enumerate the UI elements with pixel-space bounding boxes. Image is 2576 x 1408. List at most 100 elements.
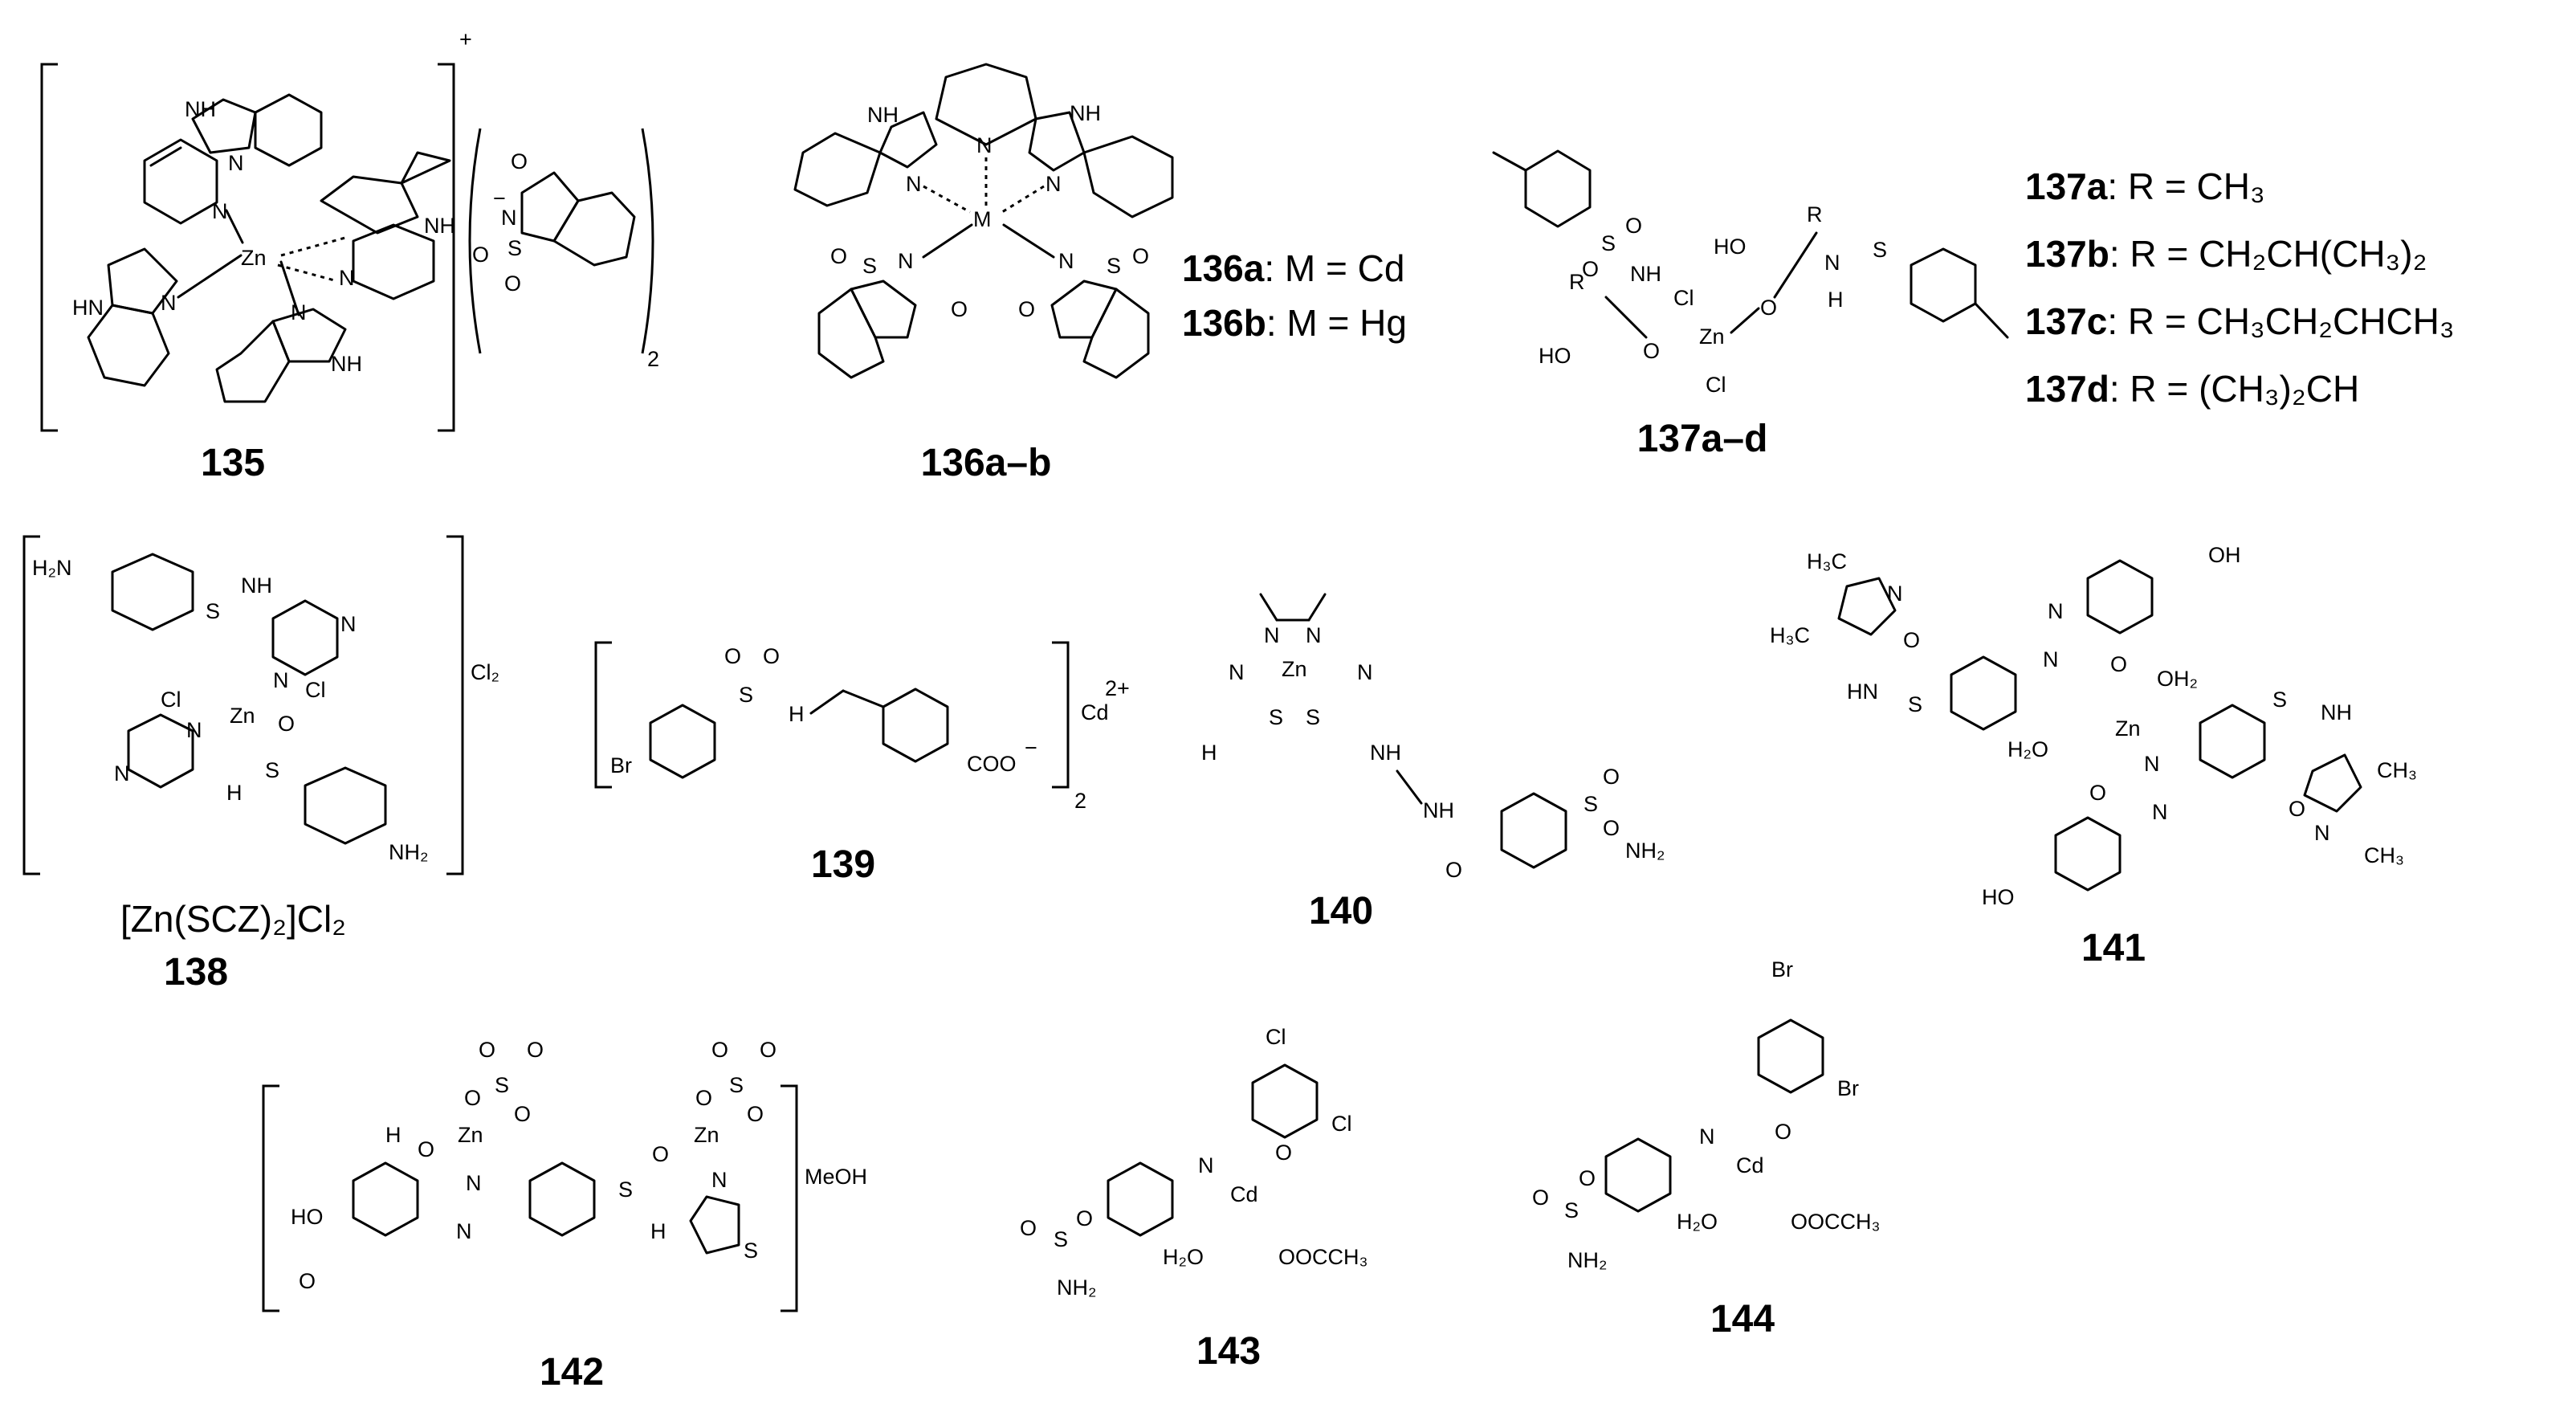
atom-hn: HN	[1847, 680, 1878, 704]
atom-o: O	[695, 1086, 712, 1110]
atom-n: N	[2048, 599, 2064, 623]
atom-h: H	[226, 781, 243, 805]
atom-nh: NH	[331, 352, 362, 376]
charge-minus: −	[493, 186, 506, 210]
legend-136a: 136a: M = Cd	[1182, 247, 1404, 289]
atom-ho: HO	[1539, 344, 1571, 368]
atom-nh: NH	[1070, 101, 1101, 125]
atom-cd: Cd	[1081, 700, 1109, 724]
atom-n: N	[2314, 821, 2330, 845]
atom-cl: Cl	[305, 678, 326, 702]
label-137: 137a–d	[1637, 418, 1768, 460]
atom-cl: Cl	[1673, 286, 1694, 310]
atom-s: S	[1601, 231, 1616, 255]
atom-ooccch3: OOCCH₃	[1791, 1210, 1881, 1234]
compound-137: S O O NH R HO O Zn Cl Cl O HO R N H S 13…	[1492, 149, 2455, 460]
atom-zn: Zn	[694, 1123, 719, 1147]
bracket-right	[438, 63, 455, 432]
label-138: 138	[164, 951, 228, 994]
atom-o: O	[527, 1038, 544, 1062]
compound-140: N N Zn N N S S H NH NH O S O O NH₂ 140	[1201, 593, 1665, 933]
atom-zn: Zn	[1699, 324, 1725, 349]
atom-h2o: H₂O	[1677, 1210, 1718, 1234]
atom-h: H	[1201, 741, 1217, 765]
atom-o: O	[1775, 1120, 1791, 1144]
bracket-left	[40, 63, 58, 432]
atom-h3c: H₃C	[1770, 623, 1810, 647]
atom-o: O	[1076, 1206, 1093, 1230]
atom-n: N	[906, 172, 922, 196]
atom-n: N	[1699, 1124, 1715, 1149]
atom-s: S	[1107, 254, 1121, 278]
atom-nh: NH	[1630, 262, 1661, 286]
atom-o: O	[951, 297, 968, 321]
atom-br: Br	[1771, 957, 1793, 982]
atom-s: S	[729, 1073, 744, 1097]
atom-o: O	[1582, 257, 1599, 281]
atom-o: O	[747, 1102, 764, 1126]
atom-n: N	[1198, 1153, 1214, 1177]
compound-138: Cl₂ H₂N S NH N N Cl Zn Cl O N N H S NH₂ …	[22, 535, 499, 994]
atom-ch3: CH₃	[2377, 758, 2417, 782]
atom-o: O	[763, 644, 780, 668]
atom-n: N	[1045, 172, 1062, 196]
paren-right	[641, 128, 654, 354]
atom-n: N	[501, 206, 517, 230]
atom-o: O	[1603, 816, 1620, 840]
legend-137b: 137b: R = CH₂CH(CH₃)₂	[2025, 233, 2427, 275]
atom-o: O	[2289, 797, 2305, 821]
atom-h: H	[1828, 288, 1844, 312]
pyridine-ring	[143, 138, 218, 225]
atom-s: S	[1584, 792, 1598, 816]
atom-s: S	[1054, 1227, 1068, 1251]
atom-n: N	[1229, 660, 1245, 684]
atom-n: N	[291, 300, 307, 324]
atom-s: S	[744, 1239, 758, 1263]
atom-s: S	[1873, 238, 1887, 262]
atom-n: N	[273, 668, 289, 692]
atom-s: S	[495, 1073, 509, 1097]
atom-h2n: H₂N	[32, 556, 71, 580]
atom-ooccch3: OOCCH₃	[1278, 1245, 1368, 1269]
atom-n: N	[1357, 660, 1373, 684]
atom-n: N	[114, 761, 130, 786]
legend-137d: 137d: R = (CH₃)₂CH	[2025, 368, 2359, 410]
atom-oh: OH	[2208, 543, 2241, 567]
solvent-meoh: MeOH	[805, 1165, 867, 1189]
atom-zn: Zn	[230, 704, 255, 728]
compound-139: Br S O O H COO − 2 Cd 2+ 139	[594, 641, 1130, 886]
atom-nh: NH	[185, 97, 216, 121]
atom-n: N	[976, 133, 992, 157]
atom-zn: Zn	[2115, 716, 2141, 741]
label-142: 142	[540, 1351, 604, 1394]
atom-zn: Zn	[458, 1123, 483, 1147]
atom-o: O	[2110, 652, 2127, 676]
atom-o: O	[760, 1038, 776, 1062]
atom-s: S	[2272, 688, 2287, 712]
atom-nh2: NH₂	[389, 840, 428, 864]
atom-o: O	[711, 1038, 728, 1062]
subscript-2: 2	[647, 347, 659, 371]
atom-o: O	[830, 244, 847, 268]
charge-2plus: 2+	[1105, 676, 1130, 700]
paren-left	[468, 128, 482, 354]
atom-nh2: NH₂	[1057, 1275, 1096, 1300]
atom-n: N	[898, 249, 914, 273]
atom-ch3: CH₃	[2364, 843, 2404, 867]
atom-n: N	[2152, 800, 2168, 824]
atom-hn: HN	[72, 296, 104, 320]
atom-s: S	[507, 236, 522, 260]
atom-o: O	[504, 271, 521, 296]
atom-o: O	[1532, 1186, 1549, 1210]
atom-nh: NH	[241, 573, 272, 598]
atom-h2o: H₂O	[2007, 737, 2048, 761]
atom-o: O	[1760, 296, 1777, 320]
atom-n: N	[456, 1219, 472, 1243]
compound-143: Cl Cl O N Cd O S O NH₂ H₂O OOCCH₃ 143	[1020, 1025, 1368, 1373]
atom-n: N	[1824, 251, 1840, 275]
atom-cl: Cl	[1706, 373, 1726, 397]
charge-plus: +	[459, 27, 472, 51]
atom-o: O	[472, 243, 489, 267]
compound-136: N NH NH N N M N N S S O O O O 136a–b 136…	[793, 63, 1407, 484]
atom-o: O	[724, 644, 741, 668]
